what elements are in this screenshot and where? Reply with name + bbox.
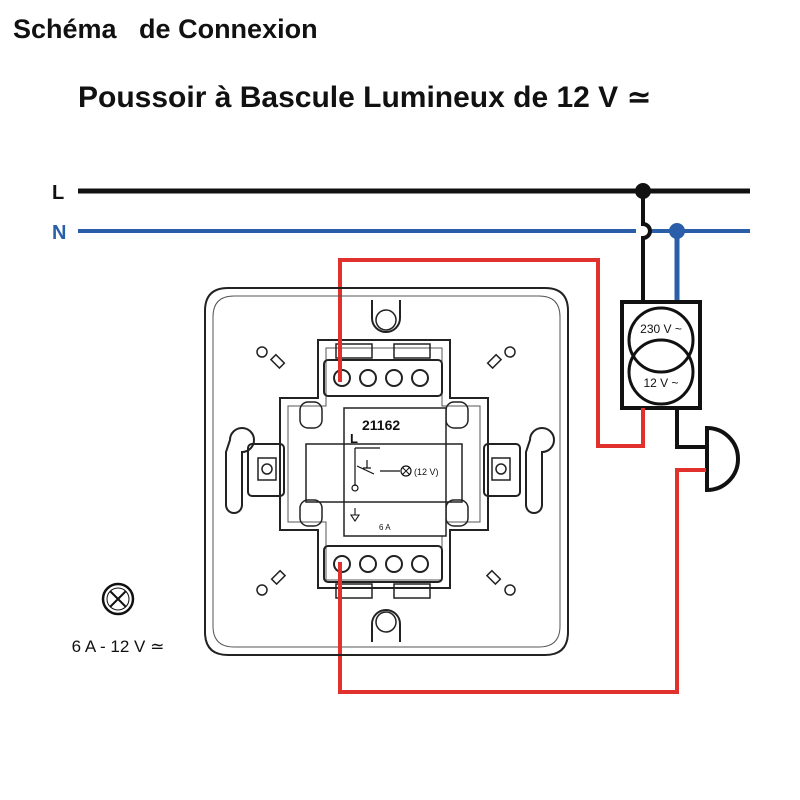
device-lamp-label: (12 V) bbox=[414, 467, 439, 477]
lamp-icon-inner bbox=[106, 587, 130, 611]
slot-bottom-left bbox=[270, 569, 287, 586]
transformer-secondary-coil bbox=[627, 338, 695, 406]
terminal-block-bottom bbox=[323, 545, 443, 583]
keyhole-right bbox=[525, 427, 555, 514]
claw-right-nut bbox=[491, 457, 511, 481]
terminal-bottom-2 bbox=[359, 555, 377, 573]
bump-bottom-left bbox=[299, 499, 323, 527]
slot-bottom-right bbox=[485, 569, 502, 586]
claw-left-nut bbox=[257, 457, 277, 481]
screw-hole-bottom-right bbox=[504, 584, 516, 596]
device-terminal-label: L bbox=[350, 431, 358, 446]
terminal-top-tab-left bbox=[335, 343, 373, 359]
slot-top-right bbox=[486, 353, 503, 370]
lamp-icon-cross bbox=[109, 590, 127, 608]
terminal-bottom-tab-left bbox=[335, 583, 373, 599]
keyhole-slot-top bbox=[371, 300, 401, 333]
mechanism-body bbox=[279, 339, 489, 589]
line-n-label: N bbox=[52, 222, 66, 244]
keyhole-top bbox=[375, 309, 397, 331]
slot-top-left bbox=[269, 353, 286, 370]
claw-right-screw bbox=[495, 463, 507, 475]
screw-hole-top-right bbox=[504, 346, 516, 358]
schematic-lamp-icon bbox=[400, 465, 412, 477]
bell-icon bbox=[705, 425, 740, 493]
earth-icon bbox=[349, 508, 361, 522]
mounting-plate bbox=[204, 287, 569, 656]
transformer-secondary-label: 12 V ~ bbox=[643, 376, 678, 390]
claw-left bbox=[247, 443, 285, 497]
lamp-icon bbox=[101, 582, 135, 616]
transformer-primary-coil bbox=[627, 306, 695, 374]
claw-left-screw bbox=[261, 463, 273, 475]
terminal-top-4 bbox=[411, 369, 429, 387]
line-l-label: L bbox=[52, 182, 64, 204]
terminal-block-top bbox=[323, 359, 443, 397]
screw-hole-top-left bbox=[256, 346, 268, 358]
terminal-bottom-tab-right bbox=[393, 583, 431, 599]
schematic-lamp-cross bbox=[402, 467, 410, 475]
claw-right bbox=[483, 443, 521, 497]
transformer-primary-label: 230 V ~ bbox=[640, 322, 682, 336]
legend-rating: 6 A - 12 V ≃ bbox=[72, 637, 165, 656]
diagram-subtitle: Poussoir à Bascule Lumineux de 12 V ≃ bbox=[78, 81, 652, 114]
wire-red-switch-to-transformer bbox=[338, 258, 645, 448]
device-reference: 21162 bbox=[362, 417, 400, 433]
keyhole-left bbox=[225, 427, 255, 514]
keyhole-slot-bottom bbox=[371, 609, 401, 642]
terminal-bottom-3 bbox=[385, 555, 403, 573]
rocker-window bbox=[305, 443, 463, 503]
diagram-heading: Schéma de Connexion bbox=[13, 14, 318, 44]
bump-top-left bbox=[299, 401, 323, 429]
schematic-terminal-dot bbox=[351, 484, 359, 492]
terminal-top-3 bbox=[385, 369, 403, 387]
device-rating-small: 6 A bbox=[379, 523, 391, 532]
terminal-bottom-4 bbox=[411, 555, 429, 573]
label-panel bbox=[343, 407, 447, 537]
keyhole-bottom bbox=[375, 611, 397, 633]
wire-transformer-to-bell bbox=[675, 408, 706, 449]
terminal-top-tab-right bbox=[393, 343, 431, 359]
screw-hole-bottom-left bbox=[256, 584, 268, 596]
wire-l-drop bbox=[641, 191, 652, 302]
terminal-top-2 bbox=[359, 369, 377, 387]
push-switch-icon bbox=[356, 460, 375, 475]
mounting-plate-inner bbox=[212, 295, 561, 648]
